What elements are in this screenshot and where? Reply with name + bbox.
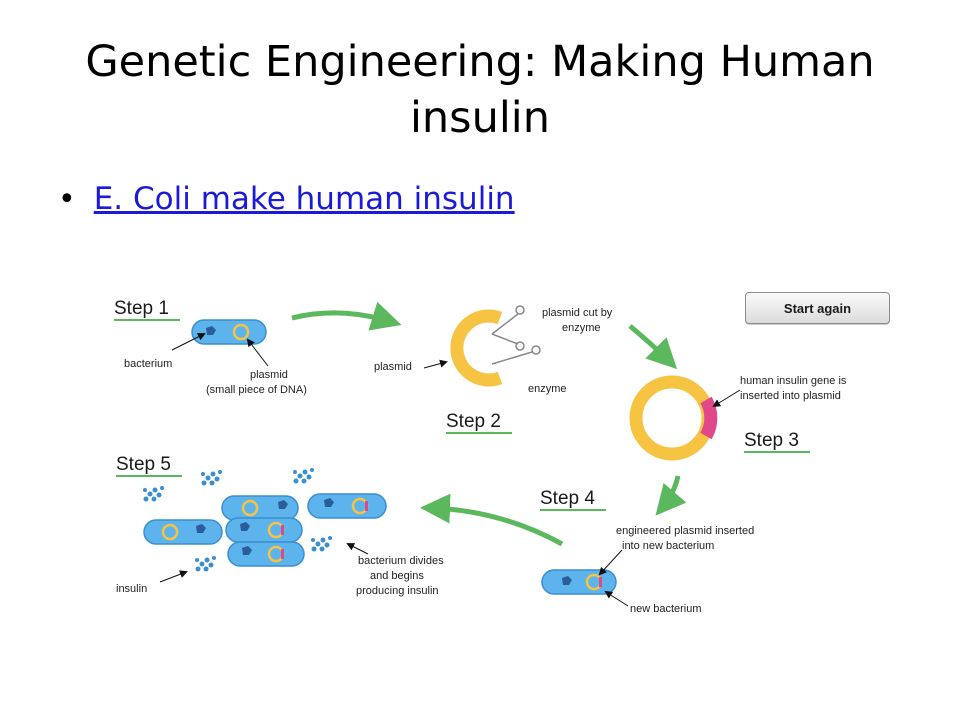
ecoli-insulin-link[interactable]: E. Coli make human insulin [93,181,515,217]
step3-heading: Step 3 [744,430,799,451]
inserted-label: engineered plasmid inserted [616,525,754,537]
new-bacterium [541,569,617,595]
new-bacterium-label: new bacterium [630,603,702,615]
cut-plasmid [450,309,503,387]
arrow-step3-to-step4 [655,475,687,516]
bacterium-step1 [191,319,267,345]
bullet-dot: • [58,181,76,217]
enzyme-label: enzyme [528,383,567,395]
plasmid-label-step2: plasmid [374,361,412,373]
slide-title: Genetic Engineering: Making Human insuli… [85,37,875,143]
plasmid-desc-step1: (small piece of DNA) [206,384,307,396]
step1-heading: Step 1 [114,298,169,319]
divides-label-3: producing insulin [356,585,439,597]
engineered-plasmid-step3 [629,375,718,461]
bullet-item: • E. Coli make human insulin [58,174,515,224]
gene-label-2: inserted into plasmid [740,390,841,402]
dividing-bacteria [143,493,387,567]
insulin-production-diagram: Step 1 bacterium plasmid (small piece of… [114,298,847,615]
step4-heading: Step 4 [540,488,595,509]
cut-label-enzyme: enzyme [562,322,601,334]
gene-label: human insulin gene is [740,375,847,387]
inserted-label-2: into new bacterium [622,540,714,552]
divides-label-2: and begins [370,570,424,582]
step2-heading: Step 2 [446,411,501,432]
insulin-label: insulin [116,583,147,595]
plasmid-label-step1: plasmid [250,369,288,381]
arrow-step4-to-step5 [420,493,564,547]
divides-label: bacterium divides [358,555,444,567]
arrow-step2-to-step3 [628,324,678,370]
arrow-step1-to-step2 [291,301,402,331]
enzyme-scissors-icon [491,305,541,365]
step5-heading: Step 5 [116,454,171,475]
start-again-button[interactable]: Start again [745,292,890,324]
cut-label: plasmid cut by [542,307,613,319]
insulin-molecules [143,468,332,572]
bacterium-label: bacterium [124,358,172,370]
